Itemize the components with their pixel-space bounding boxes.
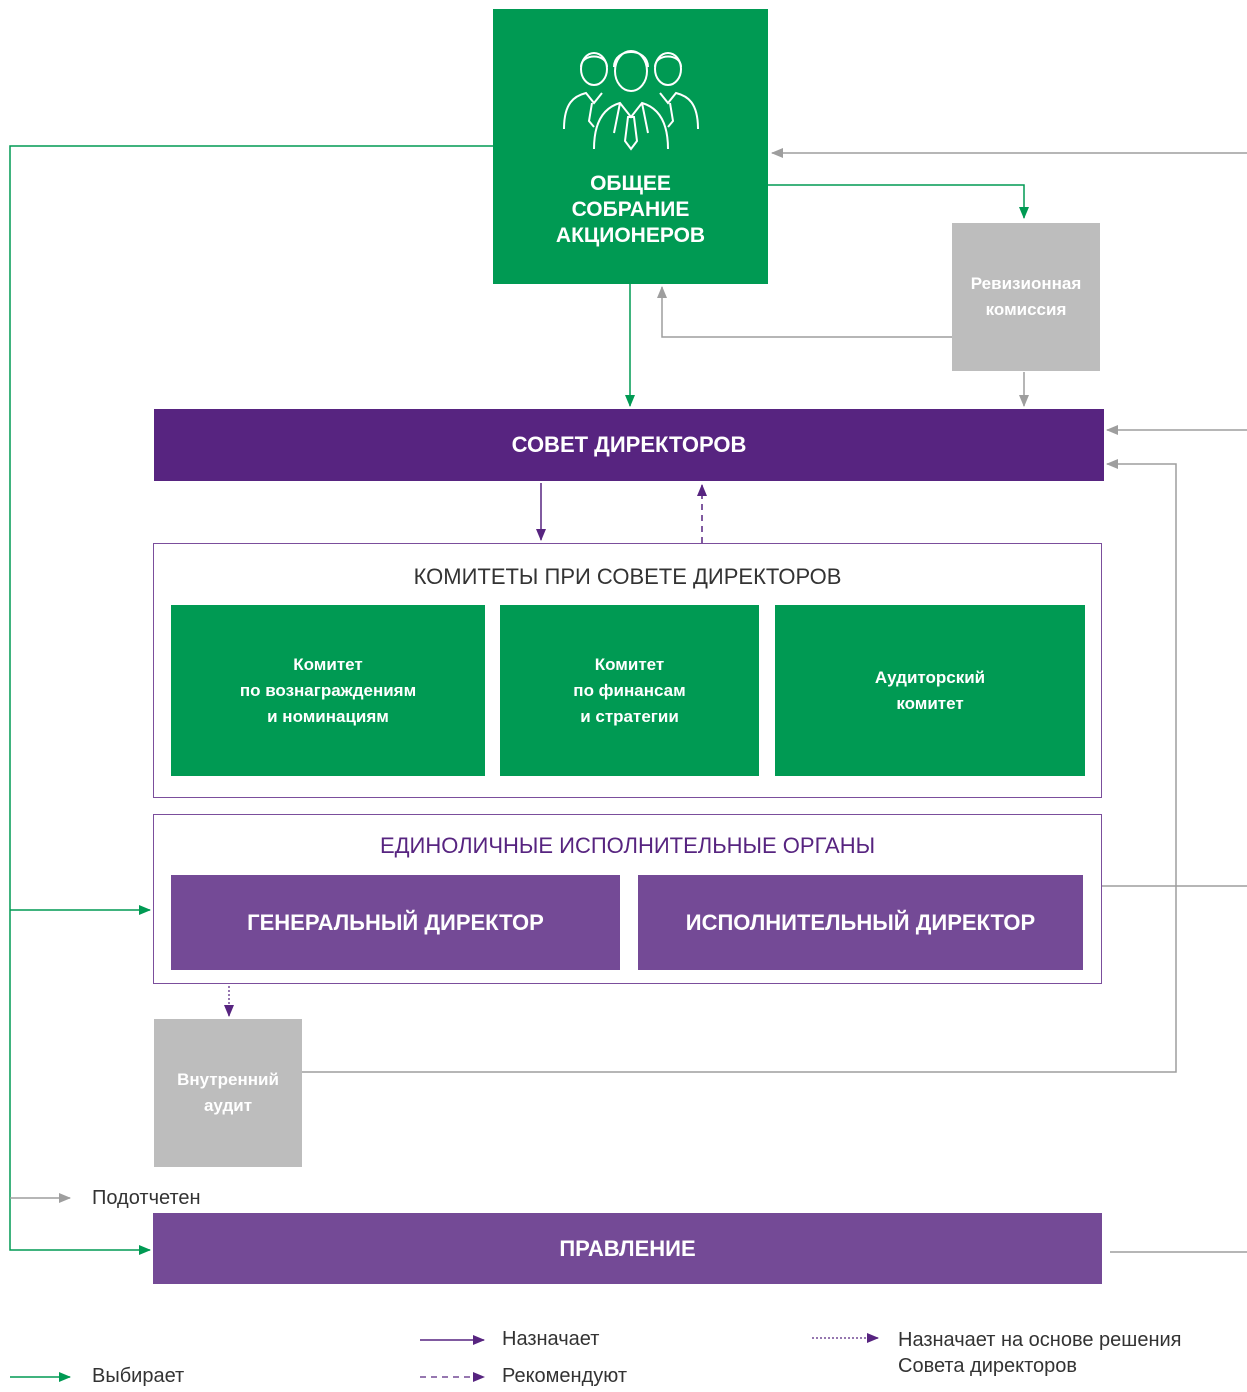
general-director-label: ГЕНЕРАЛЬНЫЙ ДИРЕКТОР — [247, 909, 544, 935]
elects-line-left — [9, 145, 493, 1255]
shareholders-title-line2: СОБРАНИЕ — [571, 198, 690, 221]
legend-reports-to: Подотчетен — [92, 1187, 201, 1209]
board-of-directors-box: СОВЕТ ДИРЕКТОРОВ — [154, 409, 1104, 481]
elects-line-audit-commission — [768, 184, 1029, 219]
committee-audit-box: Аудиторский комитет — [775, 605, 1085, 776]
committees-title: КОМИТЕТЫ ПРИ СОВЕТЕ ДИРЕКТОРОВ — [413, 564, 842, 589]
shareholders-title-line3: АКЦИОНЕРОВ — [555, 224, 706, 247]
committee-remuneration-line3: и номинациям — [267, 706, 389, 726]
committee-audit-line1: Аудиторский — [874, 667, 986, 687]
people-group-icon — [562, 50, 699, 151]
reports-line-internal-audit — [302, 459, 1177, 1073]
audit-commission-line1: Ревизионная — [970, 274, 1082, 293]
executive-director-box: ИСПОЛНИТЕЛЬНЫЙ ДИРЕКТОР — [638, 875, 1083, 970]
management-board-label: ПРАВЛЕНИЕ — [559, 1235, 696, 1261]
committee-remuneration-line1: Комитет — [293, 654, 363, 674]
committee-audit-line2: комитет — [896, 693, 964, 713]
reports-line-audit-commission-up — [657, 286, 952, 338]
legend-appoints-by-decision-line1: Назначает на основе решения — [898, 1329, 1182, 1351]
internal-audit-box: Внутренний аудит — [154, 1019, 302, 1167]
legend-recommend: Рекомендуют — [502, 1365, 627, 1387]
legend-appoints-by-decision-line2: Совета директоров — [898, 1355, 1078, 1377]
legend-appoints: Назначает — [502, 1328, 600, 1350]
legend-elects: Выбирает — [92, 1365, 185, 1387]
management-board-box: ПРАВЛЕНИЕ — [153, 1213, 1102, 1284]
executives-title: ЕДИНОЛИЧНЫЕ ИСПОЛНИТЕЛЬНЫЕ ОРГАНЫ — [379, 833, 876, 858]
executive-director-label: ИСПОЛНИТЕЛЬНЫЙ ДИРЕКТОР — [685, 909, 1036, 935]
internal-audit-line1: Внутренний — [177, 1070, 279, 1089]
committee-remuneration-box: Комитет по вознаграждениям и номинациям — [171, 605, 485, 776]
committee-remuneration-line2: по вознаграждениям — [239, 680, 417, 700]
internal-audit-line2: аудит — [203, 1096, 253, 1115]
committee-finance-line1: Комитет — [594, 654, 665, 674]
committee-finance-box: Комитет по финансам и стратегии — [500, 605, 759, 776]
shareholders-meeting-box: ОБЩЕЕ СОБРАНИЕ АКЦИОНЕРОВ — [493, 9, 768, 284]
audit-commission-line2: комиссия — [985, 300, 1067, 319]
committee-finance-line3: и стратегии — [580, 706, 679, 726]
legend-appoints-by-decision: Назначает на основе решения Совета дирек… — [898, 1327, 1182, 1379]
general-director-box: ГЕНЕРАЛЬНЫЙ ДИРЕКТОР — [171, 875, 620, 970]
board-of-directors-label: СОВЕТ ДИРЕКТОРОВ — [511, 432, 747, 457]
committee-finance-line2: по финансам — [573, 680, 686, 700]
shareholders-title-line1: ОБЩЕЕ — [590, 172, 671, 195]
audit-commission-box: Ревизионная комиссия — [952, 223, 1100, 371]
